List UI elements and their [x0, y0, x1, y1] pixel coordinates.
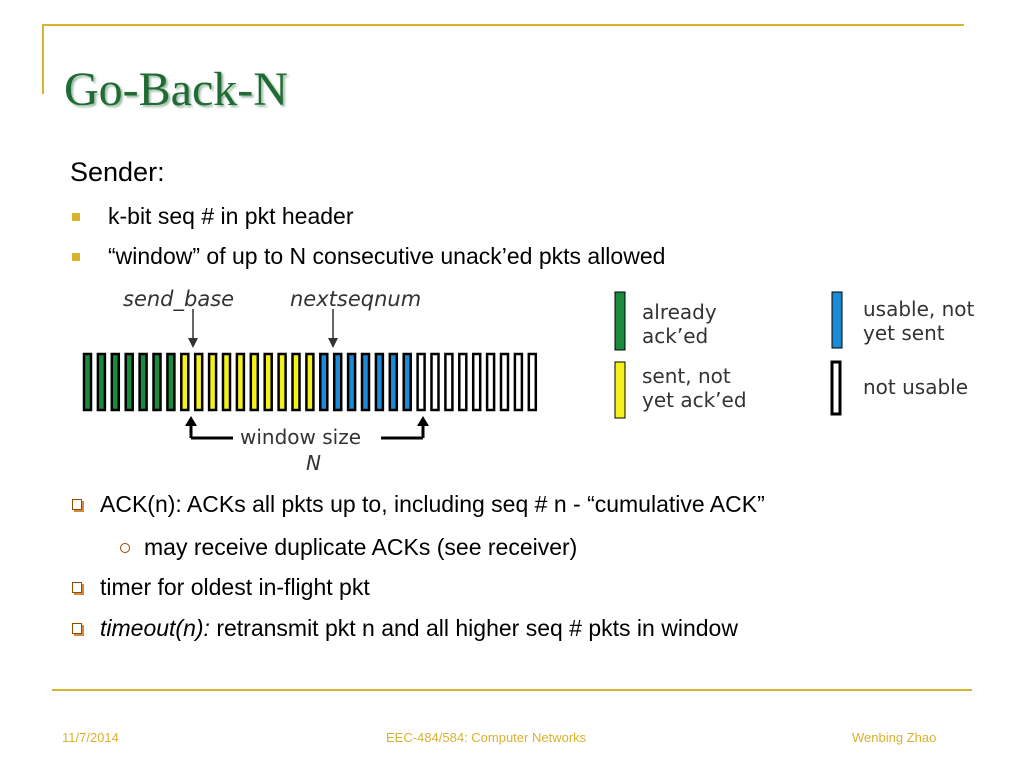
point-duplicate-acks: may receive duplicate ACKs (see receiver…: [120, 534, 577, 561]
packet-acked: [152, 352, 162, 412]
packet-usable: [388, 352, 399, 412]
bullet-item-seq: k-bit seq # in pkt header: [72, 203, 353, 230]
legend-sent-line1: sent, not: [642, 364, 731, 388]
packet-usable: [360, 352, 371, 412]
window-diagram: send_base nextseqnum window size N alrea…: [82, 287, 975, 475]
packet-usable: [346, 352, 357, 412]
send-base-arrow: [188, 309, 198, 348]
packet-not-usable: [416, 352, 426, 412]
packet-sent: [235, 352, 246, 412]
packet-sent: [207, 352, 218, 412]
packet-sent: [249, 352, 260, 412]
frame-top-rule: [42, 24, 964, 26]
packet-not-usable: [430, 352, 440, 412]
legend-sent: sent, not yet ack’ed: [614, 361, 747, 419]
packet-sequence: [82, 352, 538, 412]
legend-swatch-not-usable: [830, 360, 842, 416]
point-timer: timer for oldest in-flight pkt: [72, 574, 370, 601]
square-bullet-icon: [72, 212, 80, 221]
packet-sent: [193, 352, 204, 412]
packet-sent: [221, 352, 232, 412]
legend-usable-line2: yet sent: [863, 321, 945, 345]
square-bullet-icon: [72, 252, 80, 261]
packet-not-usable: [513, 352, 524, 412]
bullet-text: k-bit seq # in pkt header: [108, 203, 354, 229]
circle-bullet-icon: [120, 542, 130, 553]
legend-not-usable-line1: not usable: [863, 375, 968, 399]
box-bullet-icon: [72, 499, 82, 510]
window-n-label: N: [306, 451, 321, 475]
legend-usable-line1: usable, not: [863, 297, 975, 321]
bullet-item-window: “window” of up to N consecutive unack’ed…: [72, 243, 665, 270]
nextseqnum-arrow: [328, 309, 338, 348]
window-size-bracket: [185, 416, 429, 440]
legend-acked-line2: ack’ed: [642, 324, 708, 348]
point-cumulative-ack: ACK(n): ACKs all pkts up to, including s…: [72, 491, 765, 518]
point-text: timer for oldest in-flight pkt: [100, 574, 370, 600]
packet-acked: [82, 352, 93, 412]
packet-acked: [166, 352, 176, 412]
point-text: retransmit pkt n and all higher seq # pk…: [209, 615, 738, 641]
send-base-label: send_base: [123, 287, 234, 312]
packet-acked: [96, 352, 107, 412]
packet-acked: [110, 352, 121, 412]
legend-acked-line1: already: [642, 300, 717, 324]
box-bullet-icon: [72, 623, 82, 634]
packet-acked: [124, 352, 134, 412]
legend-swatch-sent: [614, 361, 626, 419]
packet-not-usable: [471, 352, 482, 412]
packet-not-usable: [499, 352, 510, 412]
footer-date: 11/7/2014: [62, 730, 119, 745]
window-size-label: window size: [240, 425, 361, 449]
packet-acked: [138, 352, 148, 412]
legend-swatch-acked: [614, 291, 626, 351]
bullet-text: “window” of up to N consecutive unack’ed…: [108, 243, 666, 269]
footer-course: EEC-484/584: Computer Networks: [386, 730, 587, 745]
point-italic-term: timeout(n):: [100, 615, 210, 641]
point-text: ACK(n): ACKs all pkts up to, including s…: [100, 491, 765, 517]
legend-sent-line2: yet ack’ed: [642, 388, 747, 412]
legend-not-usable: not usable: [830, 360, 968, 416]
packet-not-usable: [485, 352, 496, 412]
packet-sent: [180, 352, 190, 412]
packet-sent: [305, 352, 315, 412]
footer-author: Wenbing Zhao: [852, 730, 937, 745]
packet-usable: [402, 352, 412, 412]
point-text: may receive duplicate ACKs (see receiver…: [144, 534, 578, 560]
point-timeout: timeout(n): retransmit pkt n and all hig…: [72, 615, 738, 642]
packet-usable: [319, 352, 329, 412]
footer-rule: [52, 689, 972, 691]
packet-not-usable: [444, 352, 454, 412]
packet-not-usable: [458, 352, 468, 412]
packet-sent: [263, 352, 273, 412]
packet-usable: [374, 352, 385, 412]
packet-sent: [291, 352, 301, 412]
frame-left-rule: [42, 24, 44, 94]
legend-acked: already ack’ed: [614, 291, 717, 351]
sender-label: Sender:: [70, 157, 165, 187]
packet-usable: [332, 352, 343, 412]
legend-usable: usable, not yet sent: [831, 291, 975, 349]
packet-sent: [277, 352, 287, 412]
nextseqnum-label: nextseqnum: [290, 287, 421, 311]
packet-not-usable: [527, 352, 538, 412]
box-bullet-icon: [72, 582, 82, 593]
legend-swatch-usable: [831, 291, 843, 349]
slide-title: Go-Back-N: [64, 63, 288, 116]
